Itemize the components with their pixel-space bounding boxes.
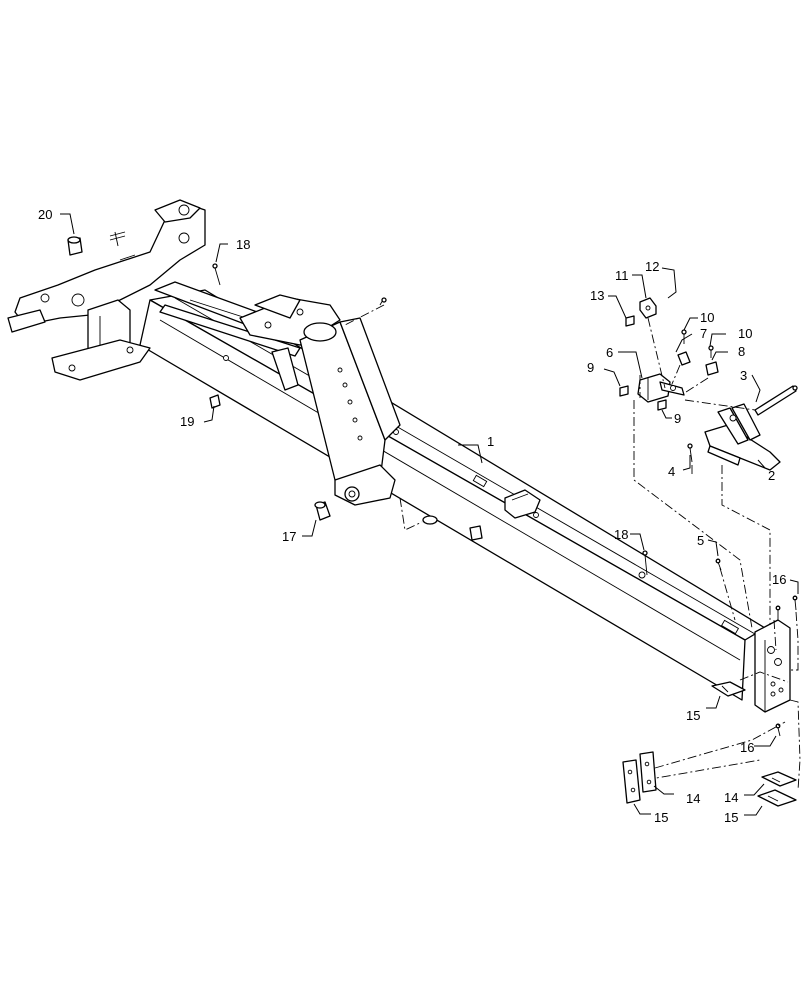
part-11-clamp [639,297,657,319]
part-14-shim-a [639,751,657,793]
part-15-shim-c [757,789,797,807]
callout-5: 5 [697,533,704,548]
under-stud [399,497,438,531]
end-plate-assembly-lines [644,611,801,791]
part-2-bracket [704,403,781,471]
center-bolt [344,297,387,326]
callout-labels: 1 2 3 4 5 6 7 8 9 9 10 10 11 12 13 14 14… [38,207,786,825]
callout-10b: 10 [738,326,752,341]
part-3-pin [754,385,798,416]
callout-19: 19 [180,414,194,429]
callout-1: 1 [487,434,494,449]
callout-18b: 18 [614,527,628,542]
part-14-shim-b [761,771,797,787]
part-17-bushing [314,501,331,521]
callout-8: 8 [738,344,745,359]
callout-17: 17 [282,529,296,544]
part-19-nut [209,394,221,409]
part-4-clip [687,443,693,463]
callout-leaders [60,213,799,816]
callout-13: 13 [590,288,604,303]
part-16-bolt-bottom [775,723,781,737]
hinge-assembly-lines [633,317,777,651]
part-8-bolt [705,361,719,376]
callout-9a: 9 [587,360,594,375]
part-6-hinge-block [637,373,685,403]
callout-6: 6 [606,345,613,360]
callout-12: 12 [645,259,659,274]
callout-15b: 15 [654,810,668,825]
hitch-frame [7,199,206,381]
center-mount [239,294,401,506]
callout-14b: 14 [724,790,738,805]
callout-3: 3 [740,368,747,383]
callout-16a: 16 [772,572,786,587]
part-5-pin [715,558,722,571]
callout-16b: 16 [740,740,754,755]
callout-7: 7 [700,326,707,341]
part-18-bolt-top [212,263,221,286]
main-beam [139,289,766,701]
callout-10a: 10 [700,310,714,325]
center-pin [271,347,299,391]
callout-18a: 18 [236,237,250,252]
part-7-bolt [677,351,691,366]
part-20-bushing [67,236,83,256]
callout-15c: 15 [724,810,738,825]
callout-11: 11 [615,268,629,283]
part-10-washer-a [681,329,687,344]
callout-20: 20 [38,207,52,222]
part-9-nut-left [619,385,629,397]
part-15-shim-b [622,759,641,804]
callout-15a: 15 [686,708,700,723]
end-plate [754,619,791,713]
part-15-shim-a [711,681,746,697]
part-18-bolt-right [642,550,648,576]
callout-9b: 9 [674,411,681,426]
callout-14a: 14 [686,791,700,806]
part-10-washer-b [708,345,714,358]
callout-2: 2 [768,468,775,483]
part-9-nut-right [657,399,667,411]
part-13-nut [625,315,635,327]
callout-4: 4 [668,464,675,479]
hitch-bolts [109,231,126,247]
part-16-bolt-top [775,595,798,620]
